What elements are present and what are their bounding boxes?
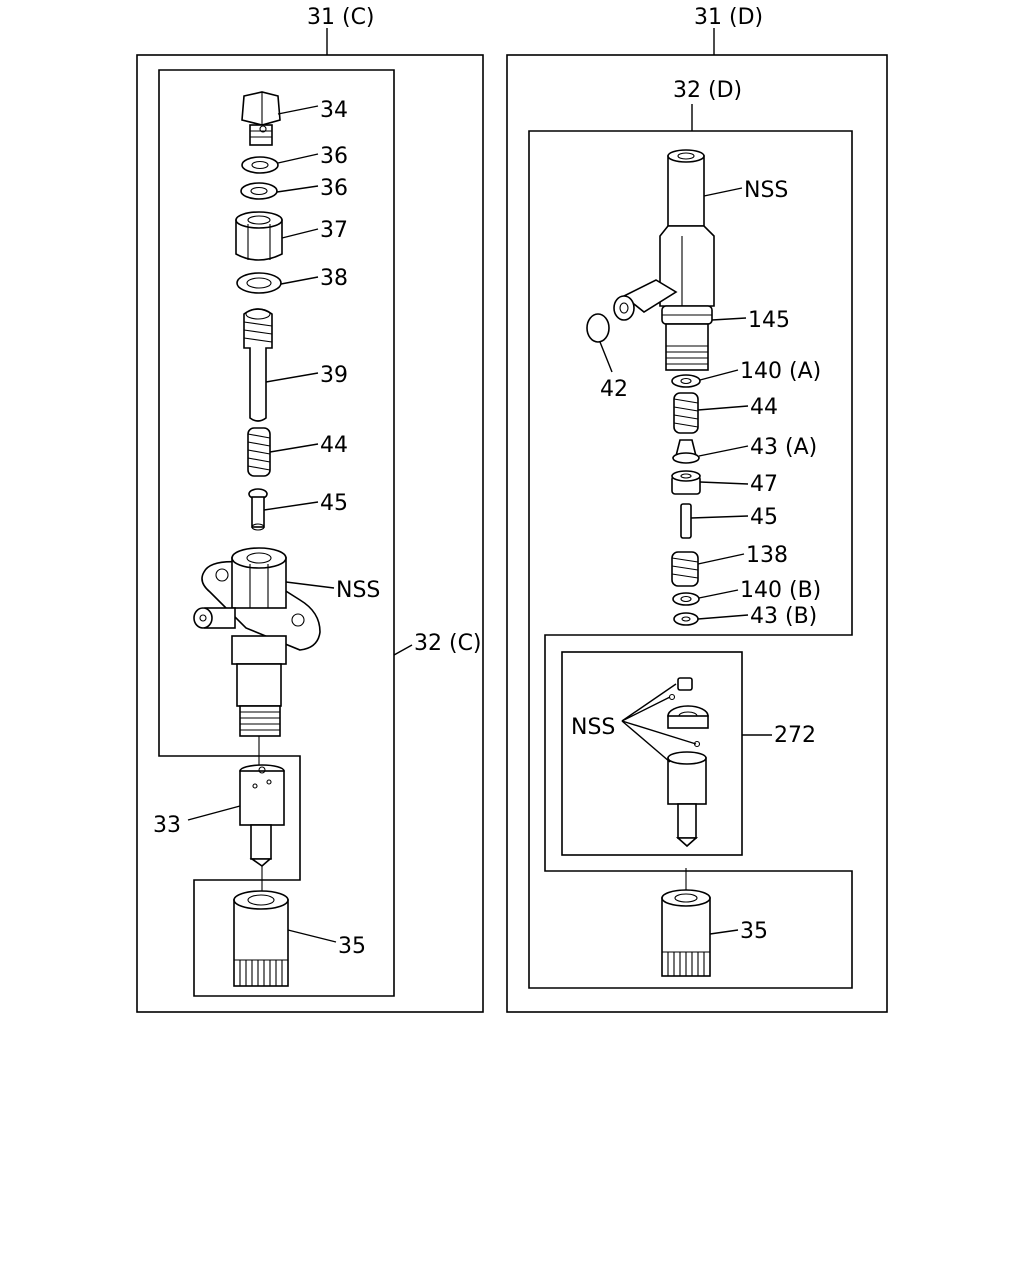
leader-nss-kit-1 bbox=[621, 683, 677, 722]
assembly-31c: 31 (C) 32 (C) 34 36 36 bbox=[136, 5, 484, 1013]
part-272-nozzle-kit bbox=[667, 677, 709, 848]
part-nss-injector-body bbox=[193, 547, 321, 770]
label-31d: 31 (D) bbox=[694, 5, 763, 30]
label-33: 33 bbox=[153, 813, 181, 838]
leader-45-right bbox=[690, 515, 749, 519]
leader-138 bbox=[697, 553, 745, 565]
leader-145 bbox=[711, 317, 747, 321]
kit-frame-272 bbox=[561, 651, 743, 856]
label-34: 34 bbox=[320, 98, 348, 123]
label-47: 47 bbox=[750, 472, 778, 497]
leader-43a bbox=[698, 445, 749, 457]
part-44-spring-right bbox=[673, 392, 699, 434]
leader-35-left bbox=[287, 929, 337, 943]
label-44-right: 44 bbox=[750, 395, 778, 420]
outer-frame-31c bbox=[136, 54, 484, 1013]
part-45-seat bbox=[248, 488, 268, 531]
label-42: 42 bbox=[600, 377, 628, 402]
part-43a-seat bbox=[672, 439, 700, 464]
leader-35-right bbox=[709, 929, 739, 935]
leader-nss-right bbox=[703, 187, 743, 197]
part-140a-shim bbox=[671, 374, 701, 388]
leader-nss-kit-2 bbox=[621, 696, 671, 722]
leader-38 bbox=[280, 276, 319, 285]
leader-36b bbox=[276, 185, 319, 193]
leader-39 bbox=[265, 372, 319, 383]
label-140b: 140 (B) bbox=[740, 578, 821, 603]
label-37: 37 bbox=[320, 218, 348, 243]
leader-47 bbox=[699, 481, 749, 485]
part-42-oring bbox=[586, 313, 610, 343]
label-32d: 32 (D) bbox=[673, 78, 742, 103]
part-nss-injector-body-right bbox=[613, 149, 715, 371]
part-138-spring bbox=[671, 551, 699, 587]
outer-frame-31d bbox=[506, 54, 888, 1013]
leader-34 bbox=[277, 105, 319, 115]
leader-nss-left bbox=[285, 581, 335, 589]
leader-140b bbox=[698, 589, 739, 599]
part-44-spring bbox=[247, 427, 271, 477]
assembly-31d: 31 (D) 32 (D) NSS 145 42 bbox=[506, 5, 888, 1013]
label-45-right: 45 bbox=[750, 505, 778, 530]
leader-44-right bbox=[697, 405, 749, 411]
leader-nss-kit-4 bbox=[621, 720, 671, 763]
label-145: 145 bbox=[748, 308, 790, 333]
label-32c: 32 (C) bbox=[414, 631, 482, 656]
label-36b: 36 bbox=[320, 176, 348, 201]
label-39: 39 bbox=[320, 363, 348, 388]
inner-frame-32c bbox=[158, 69, 395, 997]
label-36a: 36 bbox=[320, 144, 348, 169]
leader-140a bbox=[699, 369, 739, 381]
part-34-bolt bbox=[241, 91, 281, 146]
part-35-nut-right bbox=[661, 889, 711, 977]
label-35-right: 35 bbox=[740, 919, 768, 944]
leader-37 bbox=[281, 228, 319, 239]
part-39-rod bbox=[243, 308, 273, 422]
part-36-washer-lower bbox=[240, 182, 278, 200]
part-140b-shim bbox=[672, 592, 700, 606]
part-37-nut bbox=[235, 211, 283, 261]
label-44: 44 bbox=[320, 433, 348, 458]
label-43b: 43 (B) bbox=[750, 604, 817, 629]
label-nss-kit: NSS bbox=[571, 715, 615, 740]
label-nss-left: NSS bbox=[336, 578, 380, 603]
label-31c: 31 (C) bbox=[307, 5, 375, 30]
label-43a: 43 (A) bbox=[750, 435, 817, 460]
leader-nss-kit-3 bbox=[621, 720, 697, 745]
part-47-piece bbox=[671, 470, 701, 495]
label-35-left: 35 bbox=[338, 934, 366, 959]
label-38: 38 bbox=[320, 266, 348, 291]
leader-42 bbox=[599, 341, 613, 373]
inner-frame-32d bbox=[528, 130, 853, 989]
part-35-nut-left bbox=[233, 890, 289, 987]
part-38-gasket bbox=[236, 272, 282, 294]
leader-45 bbox=[263, 501, 319, 511]
part-45-rod-right bbox=[680, 503, 692, 539]
leader-33 bbox=[187, 805, 241, 821]
leader-36a bbox=[277, 153, 319, 164]
leader-43b bbox=[697, 614, 749, 620]
part-36-washer-upper bbox=[241, 156, 279, 174]
label-45: 45 bbox=[320, 491, 348, 516]
leader-32c bbox=[393, 644, 413, 656]
part-43b-shim bbox=[673, 612, 699, 626]
label-nss-right: NSS bbox=[744, 178, 788, 203]
leader-44 bbox=[269, 443, 319, 453]
label-272: 272 bbox=[774, 723, 816, 748]
label-138: 138 bbox=[746, 543, 788, 568]
label-140a: 140 (A) bbox=[740, 359, 821, 384]
